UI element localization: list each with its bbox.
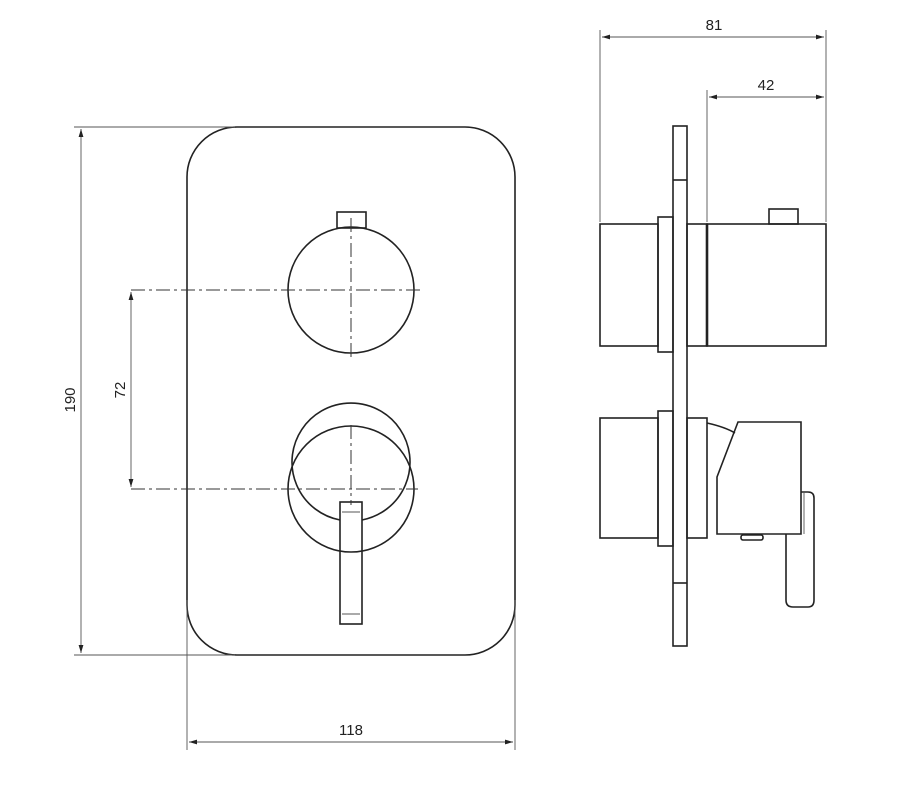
- dimension-width: 118: [186, 600, 516, 750]
- knob-tab-side: [768, 208, 799, 225]
- flange-lower: [657, 410, 674, 547]
- thermostat-knob-side: [706, 223, 827, 347]
- dimension-label-height: 190: [62, 387, 79, 412]
- dimension-knob-spacing: 72: [112, 292, 134, 487]
- rear-body-lower: [599, 417, 659, 539]
- side-view: [599, 125, 827, 647]
- rear-body-upper: [599, 223, 659, 347]
- dimension-height: 190: [62, 126, 235, 656]
- dimension-depth: 81: [599, 17, 827, 222]
- diverter-body-side: [716, 421, 802, 535]
- cover-plate: [186, 126, 516, 656]
- wall-plate: [672, 125, 688, 647]
- lever-handle-side: [785, 491, 815, 608]
- dimension-label-width: 118: [339, 722, 363, 739]
- dimension-front-depth: 42: [706, 77, 824, 222]
- dimension-label-spacing: 72: [112, 382, 129, 399]
- front-view: [131, 126, 516, 656]
- flange-upper: [657, 216, 674, 353]
- diverter-knob-inner: [291, 402, 411, 521]
- lever-handle: [339, 501, 363, 625]
- dimension-label-front-depth: 42: [758, 77, 775, 94]
- dimension-label-depth: 81: [706, 17, 723, 34]
